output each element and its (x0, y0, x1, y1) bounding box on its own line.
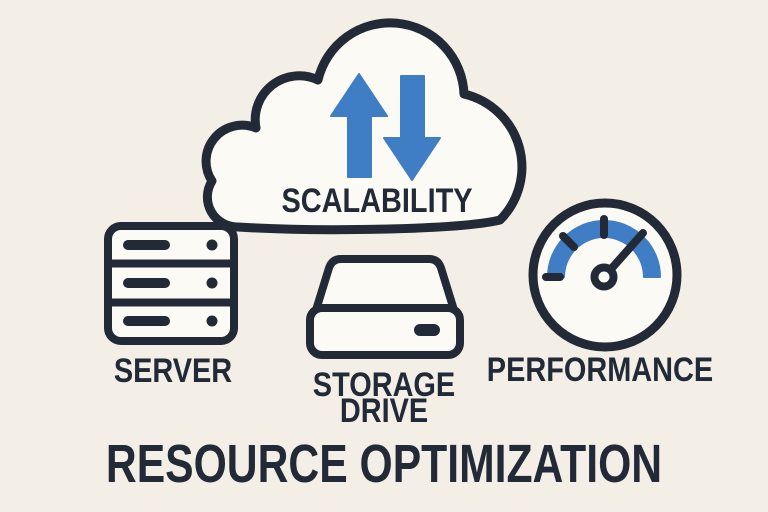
storage-label-line2: DRIVE (339, 392, 429, 430)
server-label: SERVER (113, 352, 233, 390)
arrow-up-icon (330, 73, 388, 178)
scalability-label: SCALABILITY (281, 182, 473, 220)
gauge-hub (590, 263, 618, 291)
arrow-down-icon (383, 75, 441, 181)
diagram-title: RESOURCE OPTIMIZATION (105, 434, 663, 494)
drive-indicator (414, 324, 440, 336)
performance-label: PERFORMANCE (486, 351, 714, 389)
storage-label-line1: STORAGE (312, 366, 456, 404)
storage-drive-icon (306, 255, 464, 359)
cloud-scalability-icon (201, 18, 527, 235)
gauge-arc (547, 220, 661, 278)
server-icon (104, 222, 238, 345)
performance-gauge-icon (528, 198, 682, 352)
